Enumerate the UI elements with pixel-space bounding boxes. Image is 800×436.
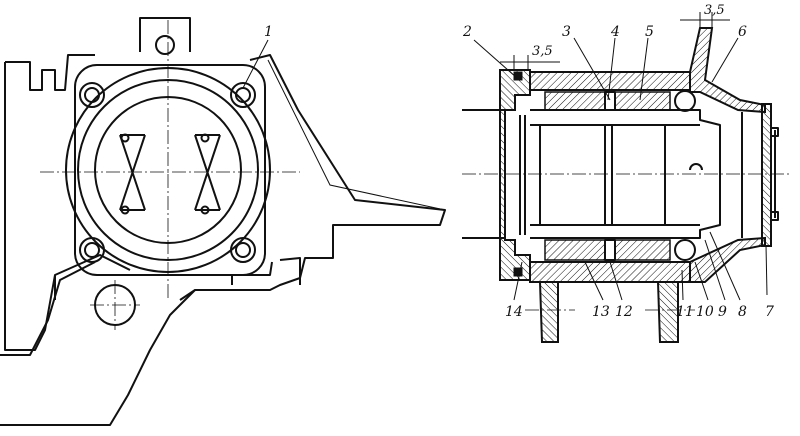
foot-right [656,281,679,343]
callout-4: 4 [610,24,620,40]
bolt-bottom-left [79,237,105,263]
dimension-left: 3,5 [500,44,560,70]
bracket-body-outline [0,54,446,426]
cover-bottom [689,236,766,283]
bolt-top-right [230,82,256,108]
flange-plate [74,64,266,276]
callout-6: 6 [738,24,747,40]
callout-2: 2 [462,24,472,40]
lock-wire-left [119,134,146,211]
bearing-row-bottom [544,239,696,261]
bolt-bottom-right [230,237,256,263]
callout-11: 11 [676,304,694,320]
svg-text:3,5: 3,5 [704,3,725,18]
lock-wire-right [194,134,221,211]
bearing-row-top [544,90,696,112]
bolt-top-left [79,82,105,108]
callout-13: 13 [592,304,610,320]
cover-top [689,27,766,114]
front-view: 1 [0,17,446,426]
bracket-rib [267,59,446,211]
housing-wall-bottom [529,261,691,283]
section-view: 3,5 3,5 2 3 4 5 6 [462,3,790,343]
top-ear [139,17,191,52]
end-cap [761,103,772,247]
callout-1: 1 [264,24,273,40]
callout-9: 9 [718,304,727,320]
callout-14: 14 [505,304,523,320]
callout-12: 12 [615,304,633,320]
inner-sleeve [530,109,721,239]
ear-hole [155,35,175,55]
svg-text:3,5: 3,5 [532,44,553,59]
dimension-top: 3,5 [680,3,730,28]
leader-1 [242,39,269,89]
callout-8: 8 [738,304,747,320]
leaders [473,37,768,301]
left-seal-plate [499,69,531,281]
callout-5: 5 [645,24,654,40]
housing-ring-2 [77,79,259,261]
foot-left [538,281,559,343]
callout-10: 10 [696,304,714,320]
callout-7: 7 [765,304,774,320]
bracket-right-step [231,257,301,285]
callout-3: 3 [562,24,571,40]
bracket-lower-edge [0,261,196,356]
